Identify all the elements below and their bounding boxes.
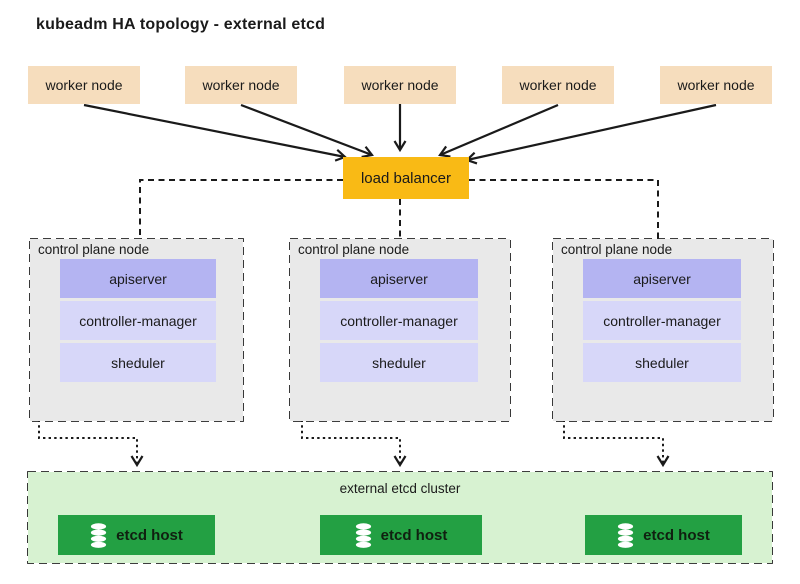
- database-icon: [355, 522, 371, 548]
- worker4-to-lb-arrow: [438, 103, 559, 158]
- control-plane-label: control plane node: [38, 242, 150, 257]
- control-plane-label: control plane node: [298, 242, 410, 257]
- etcd-host-label: etcd host: [643, 526, 710, 544]
- worker-node-2: worker node: [185, 66, 297, 104]
- controller-manager-label: controller-manager: [340, 312, 458, 329]
- scheduler-label: sheduler: [372, 354, 426, 371]
- database-icon: [91, 522, 107, 548]
- worker-node-1: worker node: [28, 66, 140, 104]
- worker1-to-lb-arrow: [83, 103, 348, 162]
- apiserver-box: apiserver: [60, 259, 216, 298]
- external-etcd-cluster: external etcd cluster etcd host etcd hos…: [28, 472, 772, 563]
- control-plane-label: control plane node: [561, 242, 673, 257]
- worker-node-label: worker node: [519, 77, 597, 93]
- load-balancer-label: load balancer: [360, 169, 452, 187]
- etcd-host-3: etcd host: [585, 515, 742, 555]
- diagram-title: kubeadm HA topology - external etcd: [36, 16, 326, 33]
- worker-node-5: worker node: [660, 66, 772, 104]
- scheduler-label: sheduler: [111, 354, 165, 371]
- etcd-host-2: etcd host: [320, 515, 482, 555]
- scheduler-box: sheduler: [320, 343, 478, 382]
- worker-node-label: worker node: [677, 77, 755, 93]
- worker-node-label: worker node: [45, 77, 123, 93]
- etcd-host-label: etcd host: [380, 526, 448, 544]
- scheduler-box: sheduler: [583, 343, 741, 382]
- controller-manager-label: controller-manager: [603, 312, 721, 329]
- scheduler-label: sheduler: [635, 354, 689, 371]
- apiserver-label: apiserver: [370, 270, 428, 287]
- database-icon: [618, 522, 634, 548]
- worker-node-3: worker node: [344, 66, 456, 104]
- etcd-host-label: etcd host: [116, 526, 183, 544]
- control-plane-node-1: control plane node apiserver controller-…: [30, 239, 243, 421]
- worker-node-label: worker node: [202, 77, 280, 93]
- worker2-to-lb-arrow: [240, 103, 374, 159]
- control-plane-node-2: control plane node apiserver controller-…: [290, 239, 510, 421]
- etcd-host-1: etcd host: [58, 515, 215, 555]
- apiserver-box: apiserver: [583, 259, 741, 298]
- apiserver-label: apiserver: [109, 270, 167, 287]
- scheduler-box: sheduler: [60, 343, 216, 382]
- controller-manager-box: controller-manager: [583, 301, 741, 340]
- controller-manager-box: controller-manager: [320, 301, 478, 340]
- load-balancer-node: load balancer: [343, 157, 469, 199]
- worker5-to-lb-arrow: [464, 103, 717, 165]
- worker-node-label: worker node: [361, 77, 439, 93]
- controller-manager-label: controller-manager: [79, 312, 197, 329]
- controller-manager-box: controller-manager: [60, 301, 216, 340]
- control-plane-node-3: control plane node apiserver controller-…: [553, 239, 773, 421]
- etcd-cluster-label: external etcd cluster: [339, 481, 461, 496]
- apiserver-box: apiserver: [320, 259, 478, 298]
- apiserver-label: apiserver: [633, 270, 691, 287]
- worker-node-4: worker node: [502, 66, 614, 104]
